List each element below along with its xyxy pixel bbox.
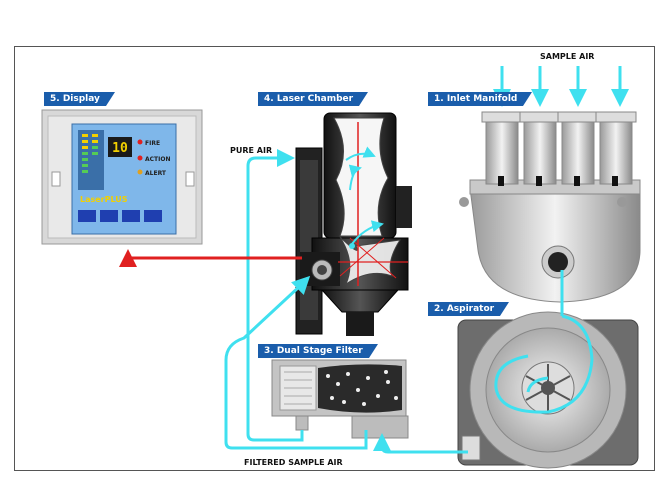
pure-air-flow — [246, 149, 304, 442]
pure-air-label: PURE AIR — [230, 146, 273, 155]
inlet-pipes — [481, 111, 637, 186]
laser-chamber-label: 4. Laser Chamber — [258, 92, 369, 106]
dual-stage-filter — [271, 359, 409, 439]
indicator-alert: ALERT — [145, 170, 167, 177]
aspirator-to-filter-flow — [373, 433, 468, 454]
filtered-sample-air-label: FILTERED SAMPLE AIR — [244, 458, 343, 467]
filtered-air-to-chamber-flow — [224, 275, 368, 450]
alert-led-icon — [137, 169, 143, 175]
display-button-2[interactable] — [100, 210, 118, 222]
sample-air-label: SAMPLE AIR — [540, 52, 595, 61]
display-brand: LaserPLUS — [80, 195, 128, 204]
mount-screw-icon — [617, 197, 627, 207]
digital-readout: 10 — [112, 141, 128, 156]
display-button-1[interactable] — [78, 210, 96, 222]
display-label: 5. Display — [44, 92, 115, 106]
aspirator — [457, 311, 639, 469]
mount-screw-icon — [459, 197, 469, 207]
sample-air-flow — [493, 66, 629, 414]
diagram-frame — [14, 46, 655, 471]
action-led-icon — [137, 155, 143, 161]
filter-media — [318, 364, 402, 413]
detector-signal-line — [119, 249, 302, 267]
indicator-action: ACTION — [145, 156, 171, 163]
bar-graph-leds — [82, 134, 98, 173]
manifold-outlet-icon — [548, 252, 568, 272]
digital-readout-screen — [108, 137, 132, 157]
inlet-manifold — [459, 111, 641, 303]
display-button-4[interactable] — [144, 210, 162, 222]
laser-chamber — [295, 112, 412, 336]
display-unit: 10 FIRE ACTION ALERT LaserPLUS — [41, 109, 203, 245]
dual-stage-filter-label: 3. Dual Stage Filter — [258, 344, 378, 358]
fire-led-icon — [137, 139, 143, 145]
indicator-fire: FIRE — [145, 140, 160, 147]
display-button-3[interactable] — [122, 210, 140, 222]
inlet-manifold-label: 1. Inlet Manifold — [428, 92, 533, 106]
aspirator-label: 2. Aspirator — [428, 302, 510, 316]
